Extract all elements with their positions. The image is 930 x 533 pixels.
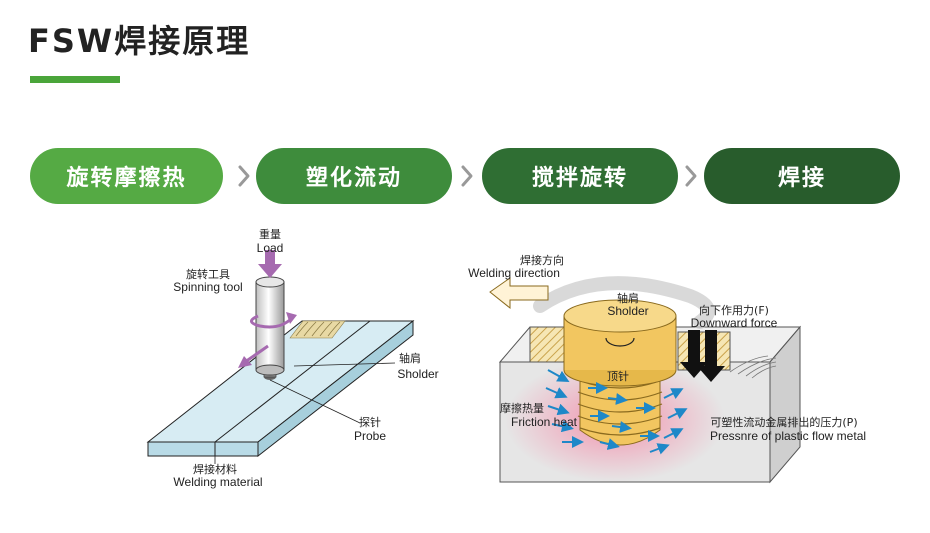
welding-plate-side	[147, 441, 259, 457]
title-underline	[30, 76, 120, 83]
chevron-right-icon	[238, 165, 250, 187]
downward-force-arrows-icon	[680, 330, 725, 382]
pin-label-zh: 顶针	[607, 369, 629, 383]
step-stir-rotation: 搅拌旋转	[482, 148, 678, 204]
spinning-tool-label-zh: 旋转工具	[186, 267, 230, 281]
step-welding: 焊接	[704, 148, 900, 204]
load-arrow-icon	[258, 250, 282, 278]
move-arrow-icon	[238, 344, 269, 368]
flow-arrows	[545, 369, 688, 455]
friction-label-zh: 摩擦热量	[500, 401, 544, 415]
material-label-zh: 焊接材料	[193, 462, 237, 476]
rotation-swirl-icon	[605, 337, 635, 347]
left-diagram: 重量 Load 旋转工具 Spinning tool 轴肩 Sholder 探针…	[146, 227, 439, 489]
process-steps: 旋转摩擦热 塑化流动 搅拌旋转 焊接	[30, 148, 900, 204]
shoulder-label-en: Sholder	[397, 367, 438, 381]
pressure-label-zh: 可塑性流动金属排出的压力(P)	[710, 415, 857, 429]
load-label-zh: 重量	[259, 227, 281, 241]
shoulder-label-zh: 轴肩	[399, 351, 421, 365]
probe-label-zh: 探针	[359, 415, 381, 429]
pressure-label-en: Pressnre of plastic flow metal	[710, 429, 866, 443]
material-label-en: Welding material	[173, 475, 262, 489]
load-label-en: Load	[257, 241, 284, 255]
probe-label-en: Probe	[354, 429, 386, 443]
page-title: FSW焊接原理	[28, 22, 251, 60]
step-rotation-friction: 旋转摩擦热	[30, 148, 223, 204]
chevron-right-icon	[461, 165, 473, 187]
rotation-arrow-icon	[250, 312, 297, 329]
right-shoulder-label-en: Sholder	[607, 304, 648, 318]
fsw-diagram: 重量 Load 旋转工具 Spinning tool 轴肩 Sholder 探针…	[146, 227, 866, 489]
rotation-arrow-icon	[533, 276, 715, 329]
right-diagram: 焊接方向 Welding direction 轴肩 Sholder 向下作用力(…	[468, 253, 866, 484]
right-shoulder-label-zh: 轴肩	[617, 291, 639, 305]
welding-direction-arrow-icon	[489, 277, 549, 310]
step-plastic-flow: 塑化流动	[256, 148, 452, 204]
shoulder-disk	[563, 299, 677, 387]
direction-label-zh: 焊接方向	[520, 253, 564, 267]
spinning-tool-label-en: Spinning tool	[173, 280, 242, 294]
downward-label-zh: 向下作用力(F)	[699, 303, 769, 317]
direction-label-en: Welding direction	[468, 266, 560, 280]
friction-label-en: Friction heat	[511, 415, 578, 429]
weld-texture	[729, 355, 777, 379]
welding-plate-end	[257, 319, 414, 458]
downward-label-en: Downward force	[691, 316, 778, 330]
workpiece-side	[769, 325, 801, 484]
chevron-right-icon	[685, 165, 697, 187]
